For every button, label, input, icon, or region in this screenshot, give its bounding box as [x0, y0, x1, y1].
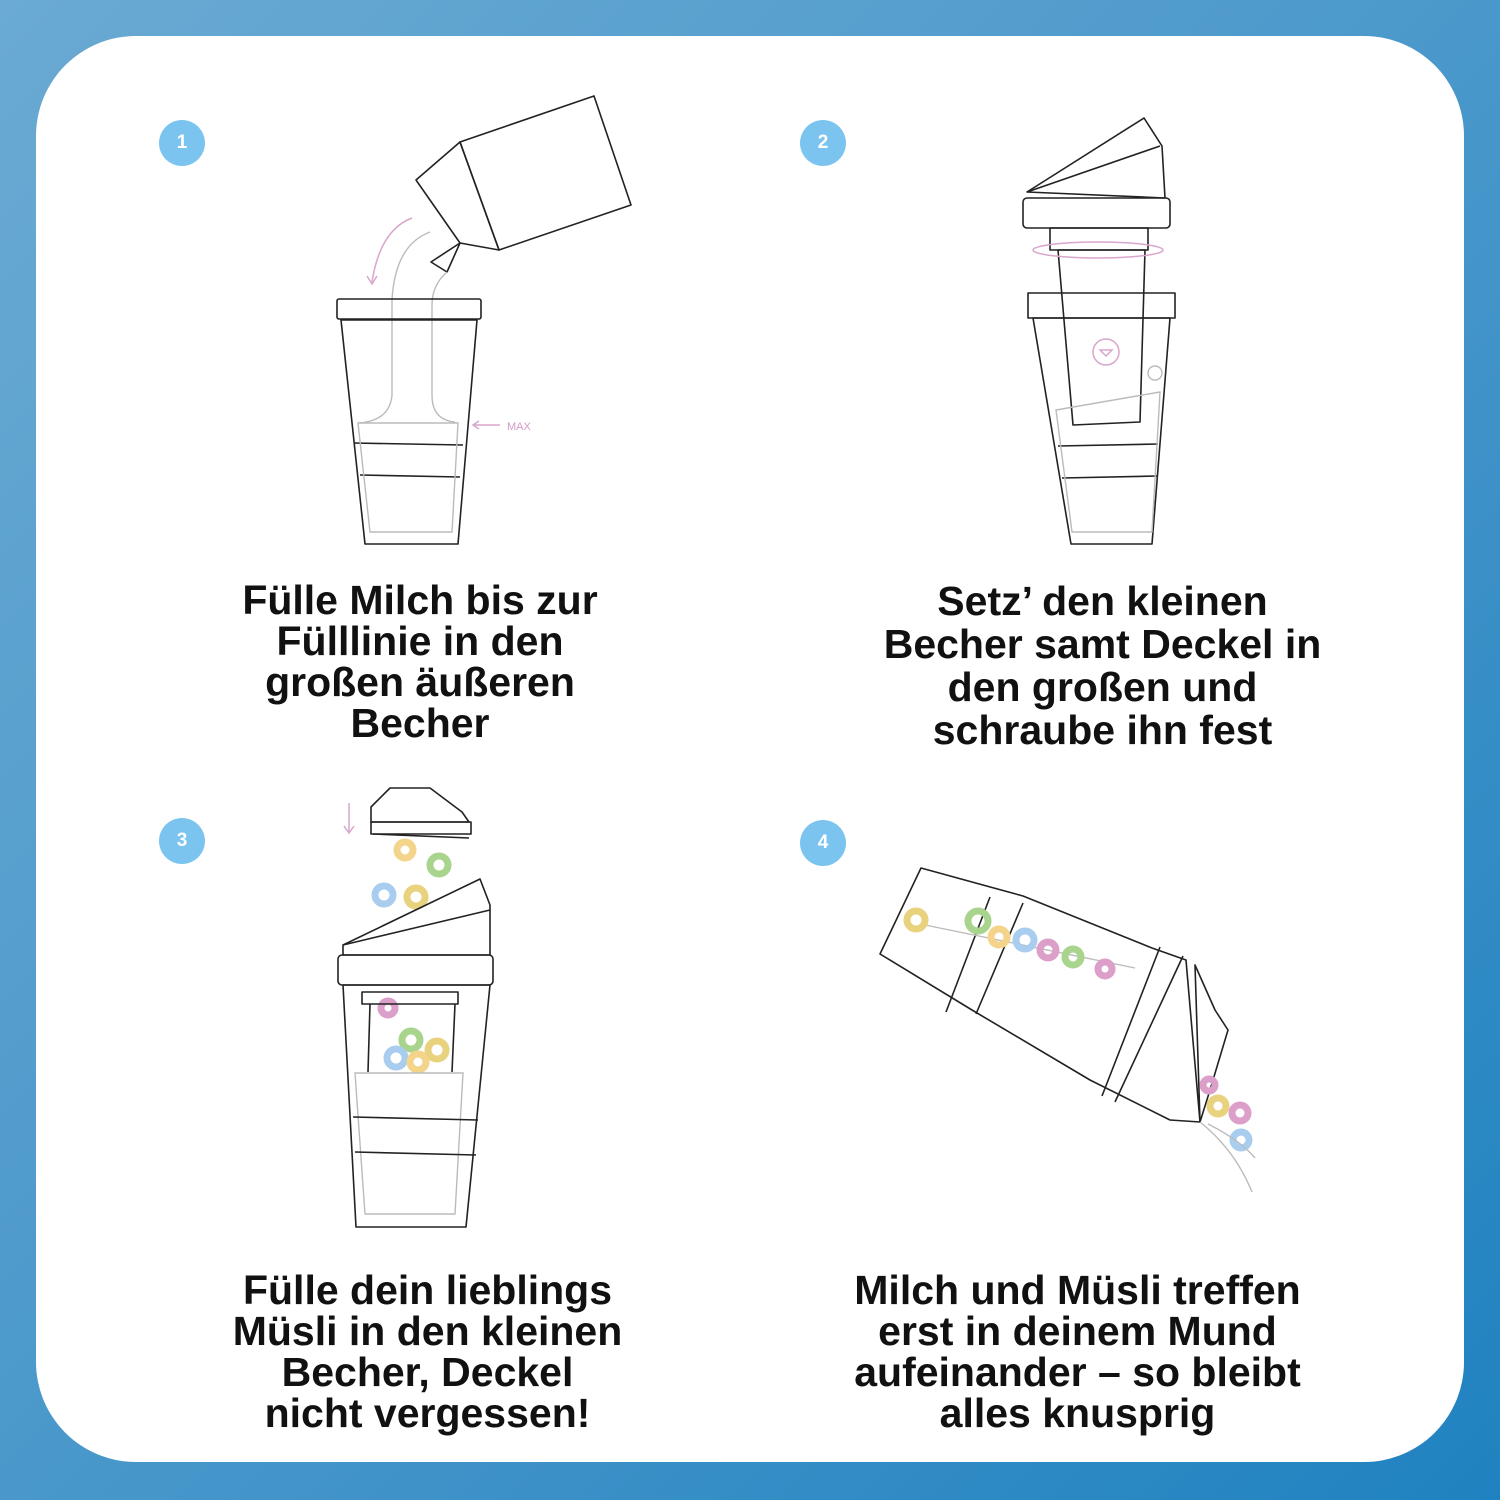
step-3-caption: Fülle dein lieblings Müsli in den kleine… [232, 1267, 623, 1436]
step-4-caption: Milch und Müsli treffen erst in deinem M… [854, 1267, 1301, 1436]
step-2-caption: Setz’ den kleinen Becher samt Deckel in … [883, 578, 1322, 753]
max-fill-label: MAX [507, 421, 532, 433]
step-3-badge: 3 [159, 818, 205, 864]
step-4-badge: 4 [800, 820, 846, 866]
step-1-caption: Fülle Milch bis zur Fülllinie in den gro… [242, 577, 598, 746]
step-2-badge: 2 [800, 120, 846, 166]
instruction-card [36, 36, 1464, 1462]
step-1-badge: 1 [159, 120, 205, 166]
